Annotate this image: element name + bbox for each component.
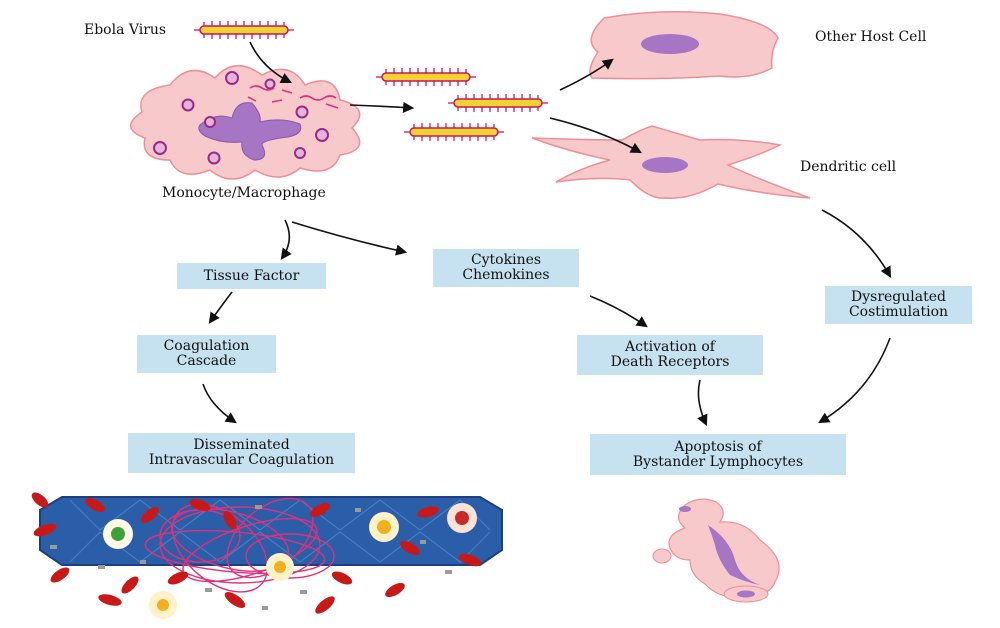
arrow-to-dic (202, 383, 237, 424)
ebola-virus-label: Ebola Virus (84, 22, 167, 38)
ebola-virion (193, 20, 295, 40)
dysregulated-costimulation-box: Dysregulated Costimulation (825, 286, 972, 324)
monocyte-macrophage-cell (130, 65, 361, 180)
arrow-to-apoptosis (697, 379, 708, 427)
arrow-to-death-receptors (589, 295, 648, 328)
monocyte-macrophage-label: Monocyte/Macrophage (162, 185, 326, 201)
dendritic-cell-label: Dendritic cell (800, 159, 897, 175)
coagulation-cascade-box: Coagulation Cascade (137, 335, 276, 373)
ebola-virion (375, 67, 477, 87)
arrow-virus-to-monocyte (249, 41, 293, 84)
blood-vessel-dic-illustration (31, 492, 503, 619)
tissue-factor-box: Tissue Factor (177, 263, 326, 289)
arrow-to-dysregulated-costimulation (821, 209, 892, 278)
arrow-to-tissue-factor (280, 219, 292, 260)
arrow-monocyte-to-virions (349, 101, 415, 114)
disseminated-intravascular-coagulation-box: Disseminated Intravascular Coagulation (128, 433, 355, 473)
other-host-cell (589, 11, 779, 80)
ebola-virion (447, 93, 549, 113)
cytokines-chemokines-box: Cytokines Chemokines (433, 249, 579, 287)
apoptosis-bystander-lymphocytes-box: Apoptosis of Bystander Lymphocytes (590, 434, 846, 475)
arrow-to-other-host-cell (559, 58, 614, 91)
arrow-to-cytokines (291, 221, 408, 256)
apoptotic-lymphocyte-illustration (652, 498, 780, 603)
activation-death-receptors-box: Activation of Death Receptors (577, 335, 763, 375)
arrow-to-dendritic-cell (549, 117, 642, 154)
arrow-costimulation-to-apoptosis (818, 337, 891, 424)
other-host-cell-label: Other Host Cell (815, 29, 927, 45)
ebola-virion (403, 122, 505, 142)
arrow-to-coagulation-cascade (208, 291, 233, 324)
dendritic-cell (531, 125, 811, 199)
